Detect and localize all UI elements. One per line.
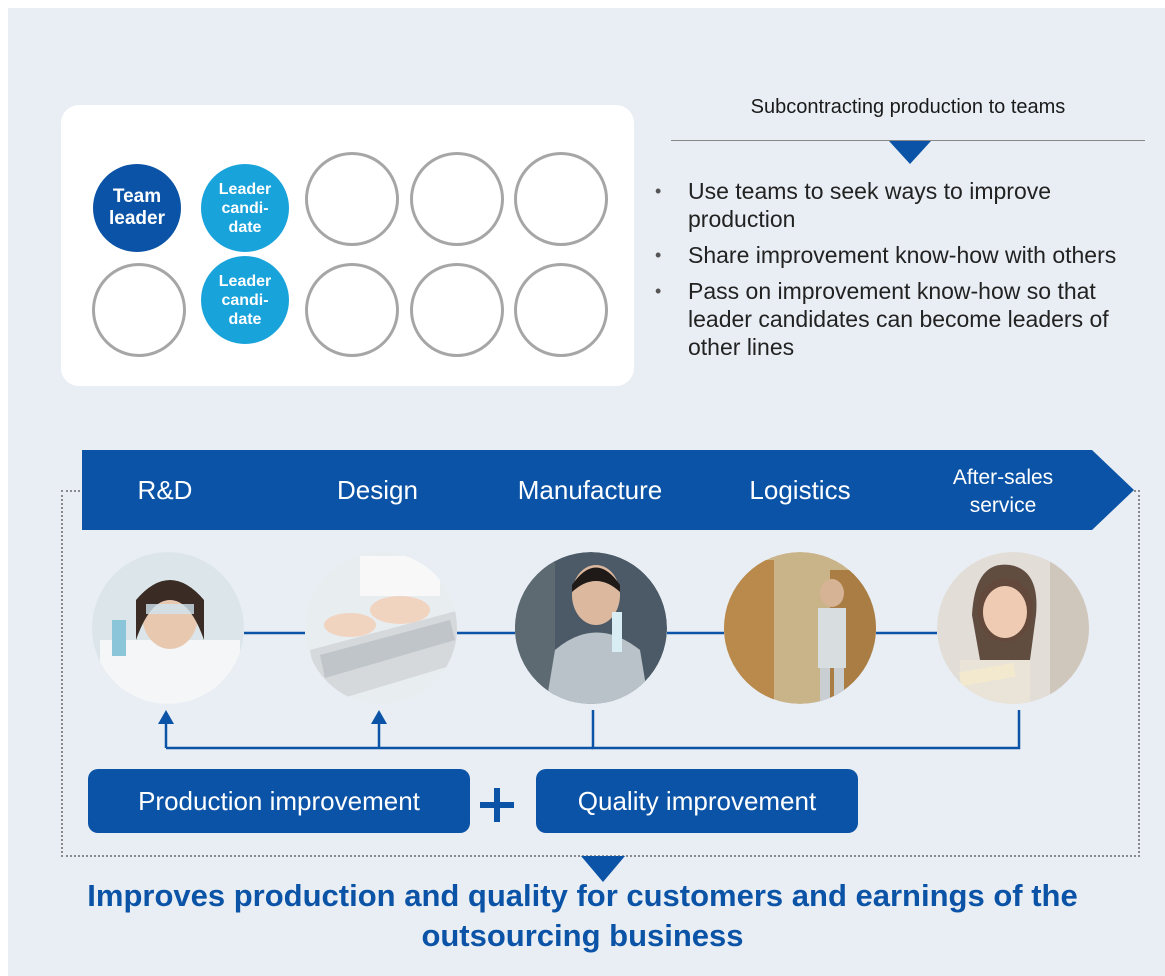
benefit-item: • Pass on improvement know-how so that le… — [655, 277, 1160, 361]
up-arrow-icon — [371, 710, 387, 724]
leader-candidate-label: Leader candi- date — [218, 272, 272, 328]
member-circle — [410, 263, 504, 357]
customer-service-photo — [937, 552, 1089, 704]
member-circle — [514, 152, 608, 246]
down-arrow-icon — [581, 856, 625, 882]
benefit-text: Share improvement know-how with others — [688, 242, 1117, 268]
typing-photo — [305, 552, 457, 704]
conclusion-text: Improves production and quality for cust… — [87, 878, 1078, 953]
bullet-icon: • — [655, 245, 662, 265]
member-circle — [305, 152, 399, 246]
member-circle — [305, 263, 399, 357]
team-leader-circle: Team leader — [93, 164, 181, 252]
production-improvement-label: Production improvement — [138, 785, 420, 816]
subcontracting-heading: Subcontracting production to teams — [750, 96, 1066, 118]
up-arrow-icon — [158, 710, 174, 724]
stage-label: R&D — [137, 475, 193, 505]
bullet-icon: • — [655, 181, 662, 201]
benefit-item: • Share improvement know-how with others — [655, 241, 1160, 269]
leader-candidate-circle: Leader candi- date — [201, 164, 289, 252]
stage-label: Logistics — [749, 475, 851, 505]
warehouse-worker-photo — [724, 552, 876, 704]
plus-icon — [494, 788, 500, 822]
quality-improvement-label: Quality improvement — [577, 785, 817, 816]
member-circle — [92, 263, 186, 357]
process-arrow-bar — [82, 450, 1134, 530]
member-circle — [514, 263, 608, 357]
down-arrow-icon — [889, 141, 931, 164]
factory-worker-photo — [515, 552, 667, 704]
member-circle — [410, 152, 504, 246]
feedback-line — [591, 710, 1021, 750]
stage-label: Manufacture — [517, 475, 663, 505]
benefit-item: • Use teams to seek ways to improve produ… — [655, 177, 1160, 233]
researcher-photo — [92, 552, 244, 704]
leader-candidate-circle: Leader candi- date — [201, 256, 289, 344]
stage-label: After-sales service — [952, 466, 1054, 517]
benefit-list: • Use teams to seek ways to improve produ… — [655, 177, 1160, 369]
quality-improvement-box: Quality improvement — [536, 769, 858, 833]
leader-candidate-label: Leader candi- date — [218, 180, 272, 236]
team-leader-label: Team leader — [109, 186, 165, 229]
heading-rule — [671, 140, 1145, 141]
stage-label: Design — [337, 475, 418, 505]
production-improvement-box: Production improvement — [88, 769, 470, 833]
benefit-text: Use teams to seek ways to improve produc… — [688, 178, 1052, 232]
benefit-text: Pass on improvement know-how so that lea… — [688, 278, 1109, 360]
bullet-icon: • — [655, 281, 662, 301]
